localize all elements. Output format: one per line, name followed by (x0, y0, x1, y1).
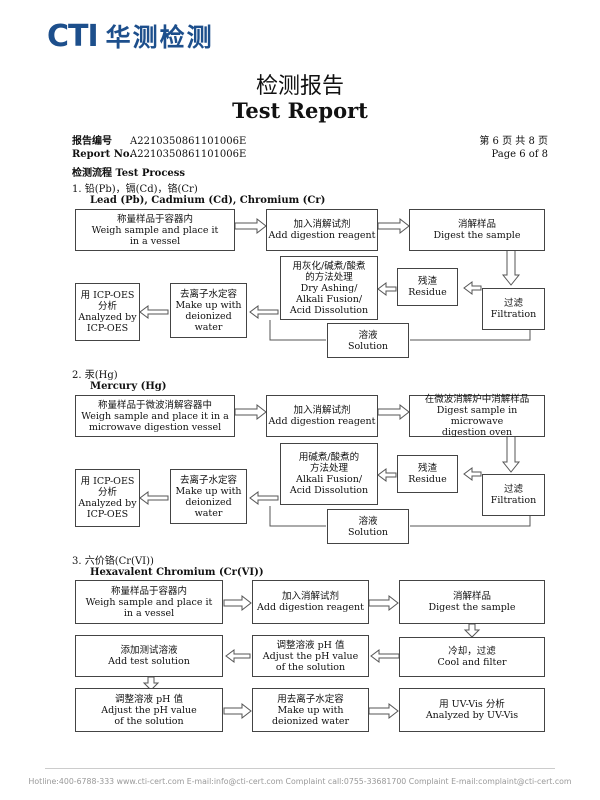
arrow (463, 281, 482, 295)
arrow (368, 594, 399, 612)
page-indicator: 第 6 页 共 8 页 Page 6 of 8 (479, 136, 548, 160)
footer-contact: Hotline:400-6788-333 www.cti-cert.com E-… (28, 777, 572, 786)
footer-divider (45, 768, 555, 769)
logo-cti-text: CTI (47, 18, 99, 54)
arrow (139, 491, 169, 505)
report-title-en: Test Report (232, 98, 368, 123)
arrow (139, 305, 169, 319)
arrow (234, 217, 267, 235)
process-label: 检测流程 Test Process (72, 168, 186, 179)
arrow (377, 282, 397, 296)
report-number-value: A2210350861101006E A2210350861101006E (130, 136, 247, 160)
arrow (223, 702, 252, 720)
section-2-subheading: Mercury (Hg) (90, 381, 167, 392)
arrow (249, 491, 279, 505)
section-1-subheading: Lead (Pb), Cadmium (Cd), Chromium (Cr) (90, 195, 326, 206)
company-logo: CTI 华测检测 (47, 18, 214, 54)
arrow (377, 403, 410, 421)
section-3-subheading: Hexavalent Chromium (Cr(VI)) (90, 567, 264, 578)
arrow (463, 623, 481, 638)
arrow (463, 467, 482, 481)
logo-cn-text: 华测检测 (105, 23, 214, 52)
report-title-cn: 检测报告 (255, 74, 344, 99)
arrow (142, 676, 160, 691)
connector-line (269, 320, 326, 341)
section-2-heading: 2. 汞(Hg) (72, 370, 118, 381)
arrow (377, 217, 410, 235)
connector-line (269, 506, 326, 527)
arrow (501, 435, 521, 473)
arrow (501, 248, 521, 286)
section-3-heading: 3. 六价铬(Cr(VI)) (72, 556, 154, 567)
arrow (223, 594, 252, 612)
connector-line (410, 330, 531, 341)
arrow (377, 468, 397, 482)
arrow (368, 702, 399, 720)
arrow (225, 649, 251, 663)
arrow (234, 403, 267, 421)
report-number-label: 报告编号 Report No. (72, 136, 133, 160)
section-1-heading: 1. 铅(Pb)，镉(Cd)，铬(Cr) (72, 184, 198, 195)
arrow (249, 305, 279, 319)
connector-line (410, 516, 531, 527)
arrow (370, 649, 400, 663)
